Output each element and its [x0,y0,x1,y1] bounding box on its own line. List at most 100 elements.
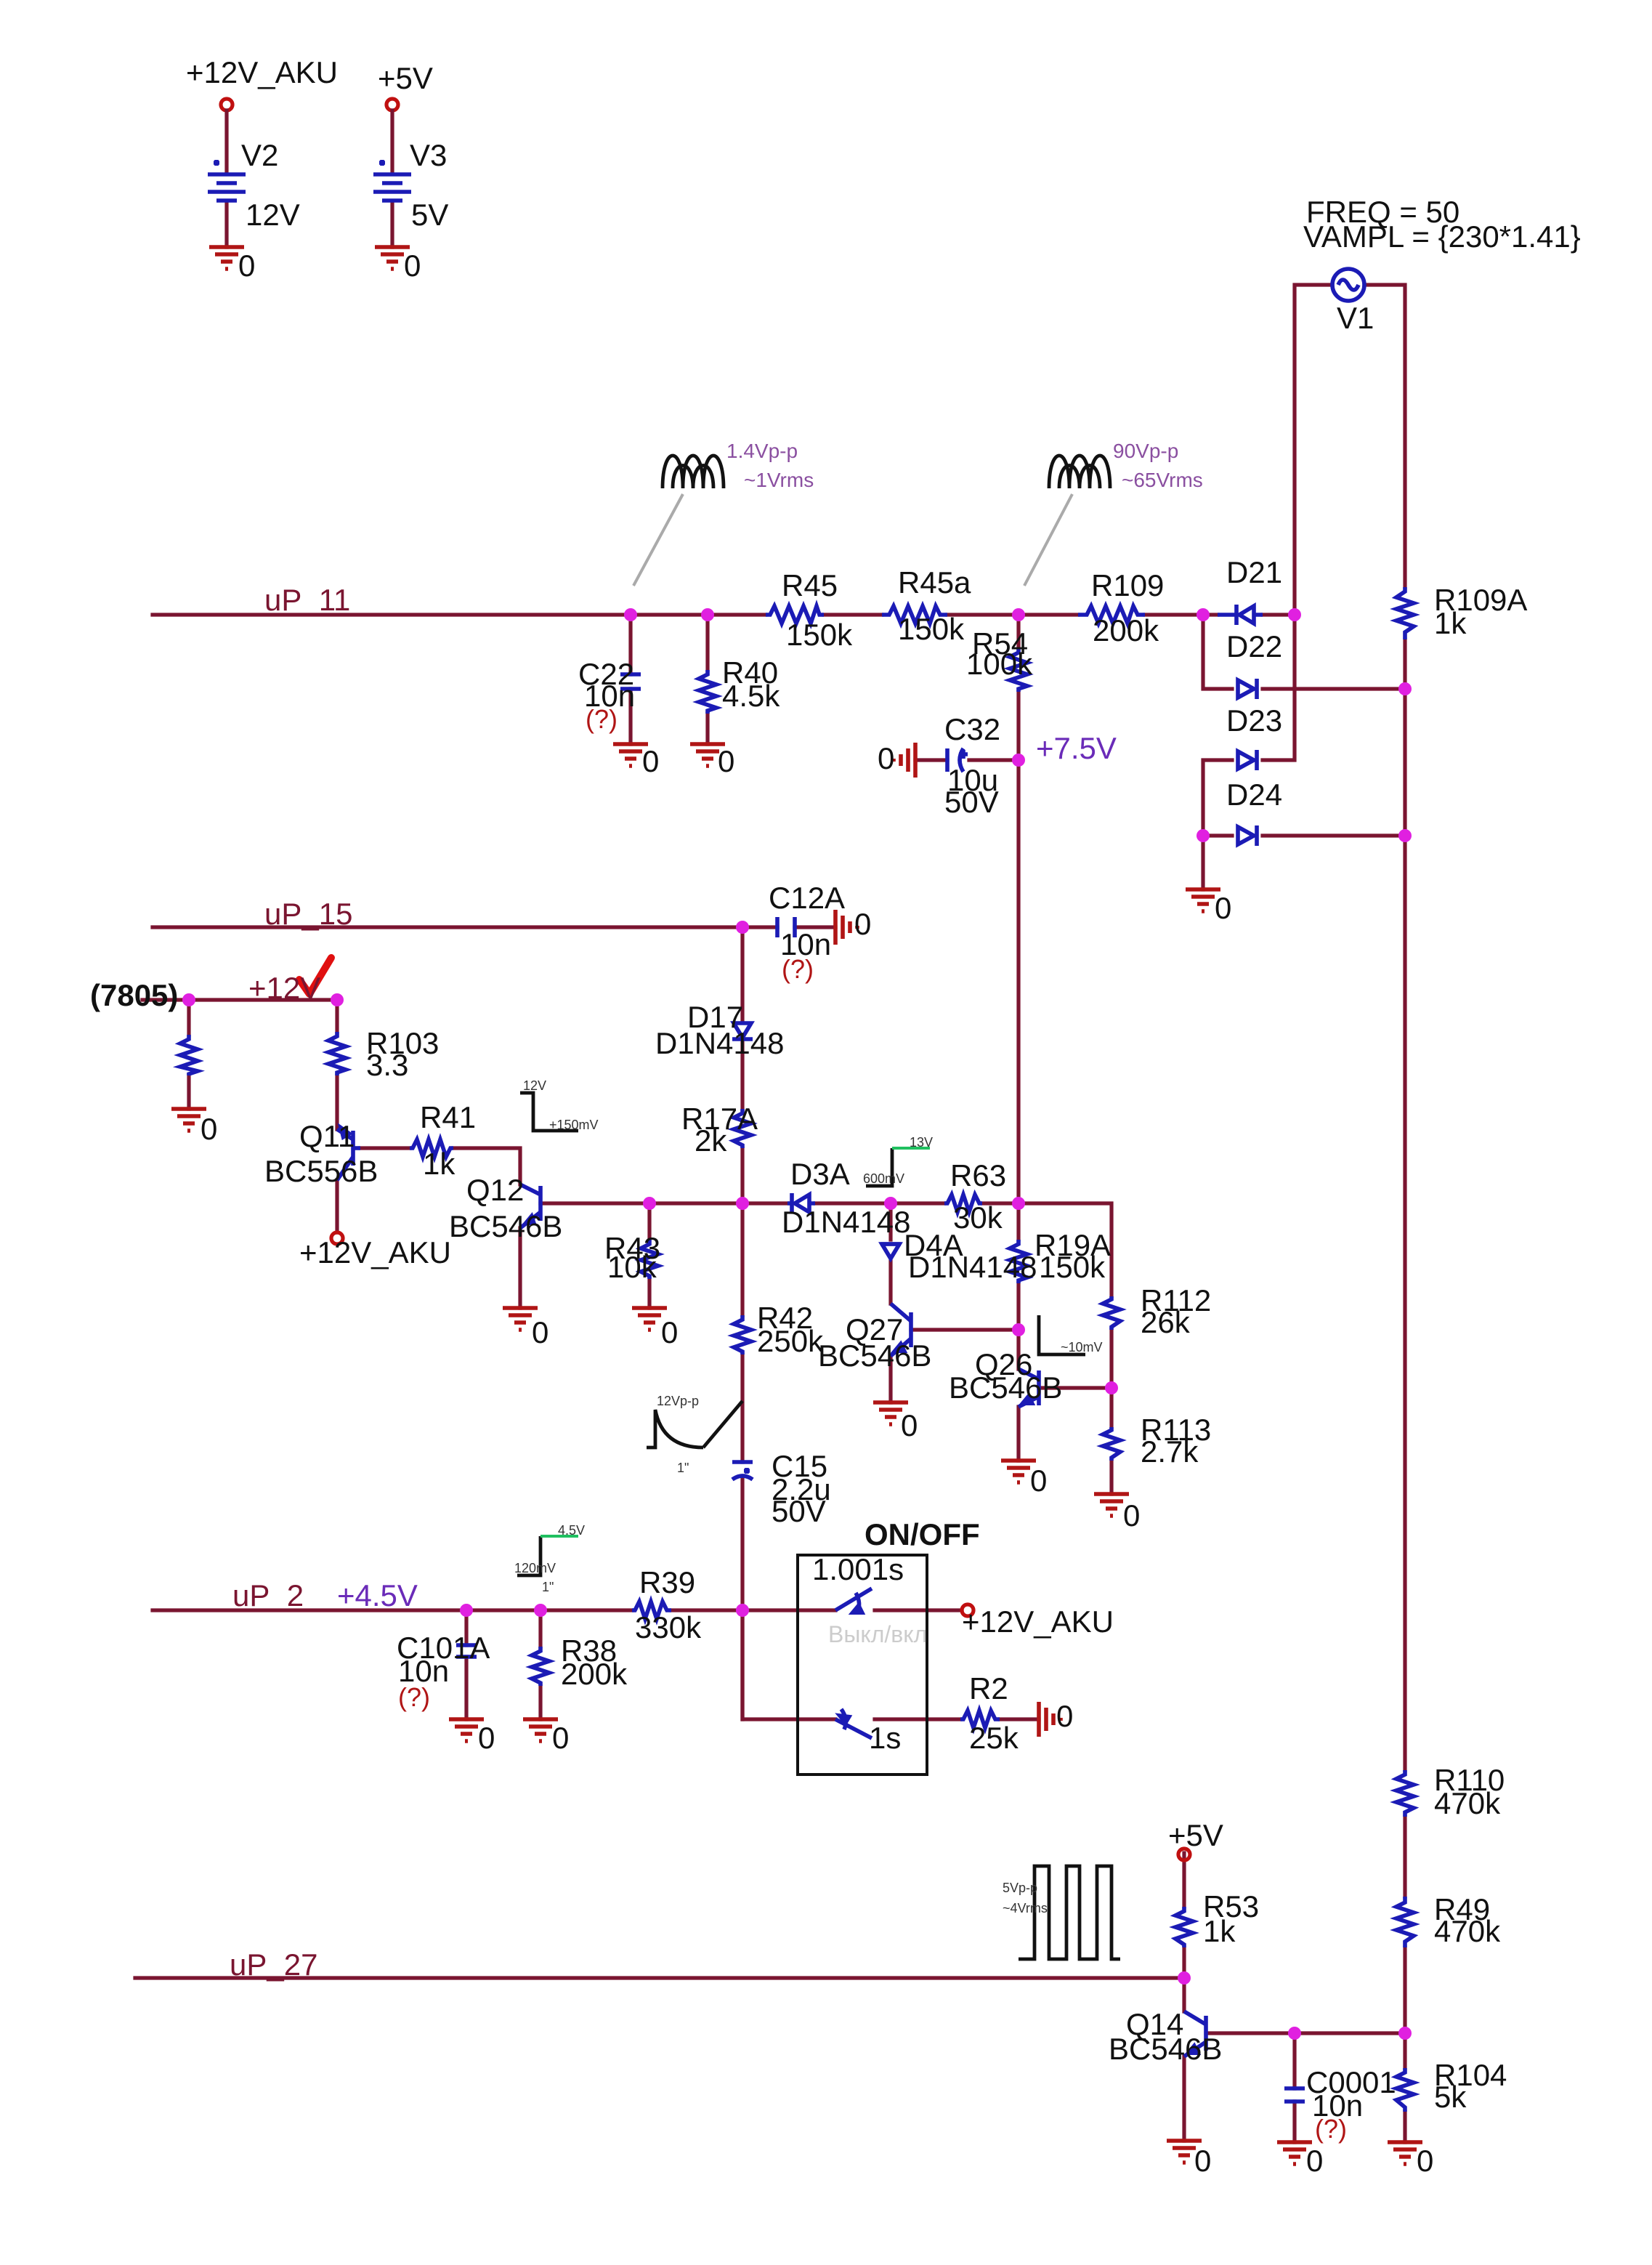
capacitors [456,672,1305,2104]
diode-d3a [787,1191,815,1216]
resistor-r43 [634,1240,665,1279]
resistor-r19a [1003,1240,1034,1283]
r63-ref: R63 [950,1158,1006,1192]
resistor-r103 [322,1032,352,1075]
net-12v: +12V [248,971,320,1005]
c101a-note: (?) [398,1682,430,1712]
junction-dot [1197,829,1210,842]
c15-ref: C15 [772,1449,827,1483]
probe-waveform-sine-2 [1023,453,1112,586]
transistor-q12 [519,1182,543,1230]
mini-b-bottom: 600mV [863,1171,904,1186]
c101a-ref: C101A [397,1631,490,1665]
probe-2-vrms: ~65Vrms [1122,469,1203,491]
switch-ghost-label: Выкл/вкл [828,1621,927,1647]
r2-value: 25k [969,1721,1019,1755]
labels: +12V_AKU V2 12V 0 +5V V3 5V 0 FREQ = 50 … [90,55,1581,2178]
label-v3-gnd: 0 [404,249,421,283]
r113-value: 2.7k [1141,1434,1199,1469]
c15-rating: 50V [772,1494,826,1528]
ac-source-v1 [1330,267,1366,303]
junction-dot [534,1604,547,1617]
r110-ref: R110 [1434,1763,1505,1797]
mini-waveform-q26 [1037,1315,1085,1357]
switch-box-title: ON/OFF [865,1517,980,1551]
mini-waveform-d3a [866,1147,930,1188]
label-v3-ref: V3 [410,138,447,172]
d23-ref: D23 [1226,703,1282,738]
d3a-ref: D3A [790,1157,850,1191]
gnd-label: 0 [1215,891,1231,925]
net-up11: uP_11 [264,583,350,617]
resistor-r109a [1390,587,1420,639]
gnd-label: 0 [1194,2144,1211,2178]
resistor-r104 [1390,2068,1420,2112]
r104-value: 5k [1434,2080,1467,2114]
d4a-ref: D4A [904,1228,963,1262]
r113-ref: R113 [1141,1413,1211,1447]
probe-1-vpp: 1.4Vp-p [726,440,798,462]
sources [208,97,1366,303]
resistor-r112 [1096,1296,1127,1330]
ground-symbol [1094,1492,1129,1518]
transistor-q26 [1017,1367,1041,1409]
net-12v-aku-switch: +12V_AKU [962,1604,1114,1639]
junction-dot [1105,1381,1118,1394]
capacitor-c32 [945,747,968,773]
d24-ref: D24 [1226,778,1282,812]
ground-symbol [632,1306,667,1332]
label-v2-net: +12V_AKU [186,55,338,89]
resistor-r49 [1390,1897,1420,1947]
capacitor-c0001 [1284,2086,1305,2104]
r45-ref: R45 [782,568,838,602]
net-up15: uP_15 [264,897,352,931]
ground-symbol [873,1400,908,1426]
rail-7v5: +7.5V [1036,731,1117,765]
label-v3-value: 5V [411,198,448,232]
junction-dot [643,1197,656,1210]
transistor-q27 [889,1301,913,1358]
junction-dot [1398,829,1412,842]
c0001-note: (?) [1315,2114,1347,2144]
d22-ref: D22 [1226,629,1282,663]
q14-value: BC546B [1109,2032,1222,2066]
junction-dot [331,993,344,1006]
gnd-label: 0 [478,1721,495,1755]
c32-rating: 50V [944,785,999,819]
terminal-5v-r53 [1176,1846,1192,1862]
d4a-value: D1N4148 [908,1250,1037,1284]
d17-value: D1N4148 [655,1026,784,1060]
gnd-label: 0 [642,744,659,778]
d21-ref: D21 [1226,555,1282,589]
q14-ref: Q14 [1126,2007,1183,2041]
ground-symbol [449,1717,484,1743]
ground-symbol [833,910,859,945]
probe-waveform-sine-1 [632,453,726,586]
c22-ref: C22 [578,657,634,691]
r38-ref: R38 [561,1634,617,1668]
rail-4v5: +4.5V [337,1578,418,1612]
ground-symbol [503,1306,538,1332]
mini-c-top: ~10mV [1061,1340,1103,1354]
mini-waveform-q12 [520,1091,578,1133]
r41-ref: R41 [420,1100,476,1134]
junction-dot [1178,1971,1191,1985]
c32-ref: C32 [944,712,1000,746]
r19a-value: 150k [1039,1250,1106,1284]
r17a-value: 2k [695,1123,727,1158]
gnd-label: 0 [201,1112,217,1146]
gnd-label: 0 [532,1315,548,1349]
mini-a-top: 12V [523,1078,546,1093]
resistor-r109 [1078,600,1145,629]
switch-sw1-time: 1.001s [812,1552,904,1586]
gnd-label: 0 [718,744,734,778]
r53-value: 1k [1203,1914,1236,1948]
label-v2-gnd: 0 [238,249,255,283]
checkmark-icon [296,954,335,998]
switch-sw2 [834,1708,873,1740]
ground-symbol [1186,887,1220,913]
r42-value: 250k [757,1324,824,1358]
capacitor-c101a [456,1643,477,1659]
battery-v2 [208,97,246,249]
junction-dot [460,1604,473,1617]
